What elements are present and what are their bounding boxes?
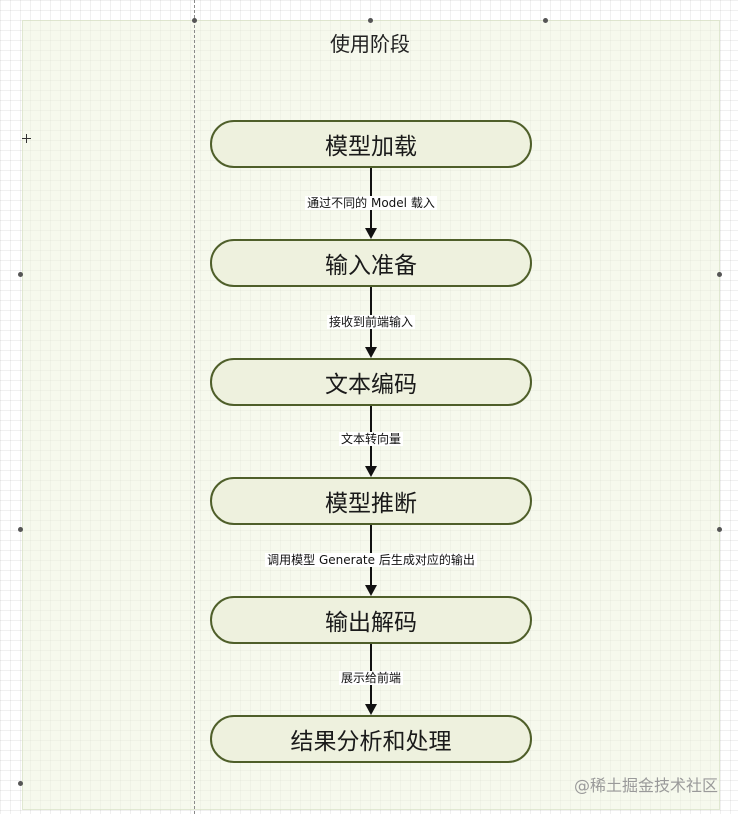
edge-label: 文本转向量	[171, 431, 571, 447]
edge-label: 通过不同的 Model 载入	[171, 195, 571, 211]
selection-handle[interactable]	[18, 781, 23, 786]
node-input-prep[interactable]: 输入准备	[210, 239, 532, 287]
node-text-encoding[interactable]: 文本编码	[210, 358, 532, 406]
lane-title: 使用阶段	[330, 32, 410, 56]
arrowhead-icon	[365, 466, 377, 477]
arrowhead-icon	[365, 704, 377, 715]
arrowhead-icon	[365, 347, 377, 358]
edge-label: 调用模型 Generate 后生成对应的输出	[171, 552, 571, 568]
selection-handle[interactable]	[717, 527, 722, 532]
selection-handle[interactable]	[717, 272, 722, 277]
edge-label-text: 调用模型 Generate 后生成对应的输出	[265, 553, 477, 567]
arrowhead-icon	[365, 228, 377, 239]
arrowhead-icon	[365, 585, 377, 596]
selection-handle[interactable]	[192, 18, 197, 23]
selection-handle[interactable]	[18, 272, 23, 277]
vertical-guide-line	[194, 0, 195, 814]
edge-label-text: 通过不同的 Model 载入	[305, 196, 437, 210]
edge-label-text: 展示给前端	[338, 671, 403, 685]
selection-handle[interactable]	[543, 18, 548, 23]
selection-handle[interactable]	[368, 18, 373, 23]
edge-label: 展示给前端	[171, 670, 571, 686]
crosshair-cursor-icon	[22, 134, 31, 143]
selection-handle[interactable]	[18, 527, 23, 532]
edge-label-text: 文本转向量	[338, 432, 403, 446]
node-output-decode[interactable]: 输出解码	[210, 596, 532, 644]
node-result-analysis[interactable]: 结果分析和处理	[210, 715, 532, 763]
edge-label: 接收到前端输入	[171, 314, 571, 330]
node-model-inference[interactable]: 模型推断	[210, 477, 532, 525]
node-model-load[interactable]: 模型加载	[210, 120, 532, 168]
watermark: @稀土掘金技术社区	[573, 776, 718, 795]
edge-label-text: 接收到前端输入	[326, 315, 415, 329]
